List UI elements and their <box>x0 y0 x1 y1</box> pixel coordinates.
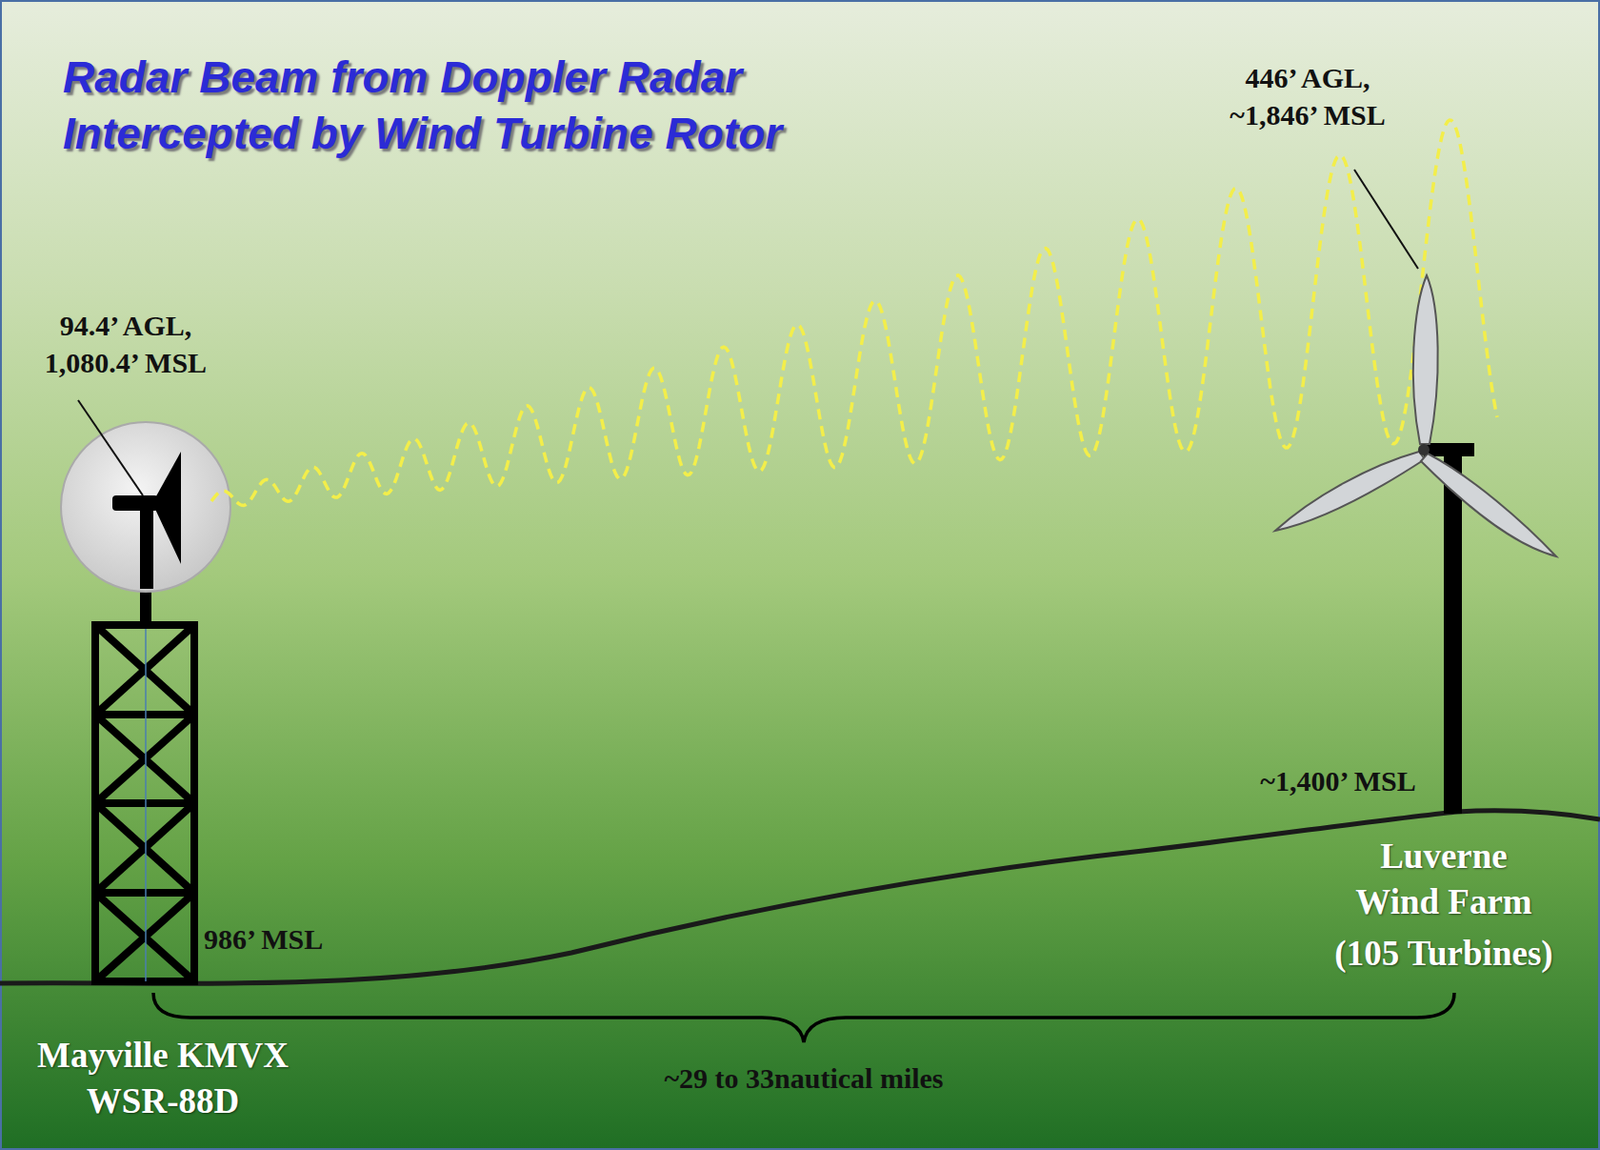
wind-farm-name: Luverne Wind Farm <box>1348 833 1540 925</box>
leader-line <box>1354 169 1419 269</box>
wind-turbine <box>1275 275 1557 814</box>
radar-site-name: Mayville KMVX WSR-88D <box>20 1032 306 1124</box>
distance-label: ~29 to 33nautical miles <box>663 1059 943 1097</box>
turbine-count: (105 Turbines) <box>1334 930 1553 977</box>
ground-elevation: ~1,400’ MSL <box>1260 761 1416 800</box>
radome <box>60 421 231 592</box>
ground-line <box>0 810 1600 983</box>
center-line <box>144 628 147 981</box>
diagram-title: Radar Beam from Doppler Radar Intercepte… <box>62 49 978 162</box>
radar-tower <box>95 624 195 981</box>
turbine-height: 446’ AGL, ~1,846’ MSL <box>1210 59 1406 134</box>
leader-line <box>78 400 143 496</box>
radar-height: 94.4’ AGL, 1,080.4’ MSL <box>28 306 224 381</box>
radar-antenna <box>112 451 181 589</box>
radar-beam <box>211 120 1498 505</box>
distance-bracket <box>153 992 1455 1042</box>
ground-elevation: 986’ MSL <box>203 920 323 958</box>
